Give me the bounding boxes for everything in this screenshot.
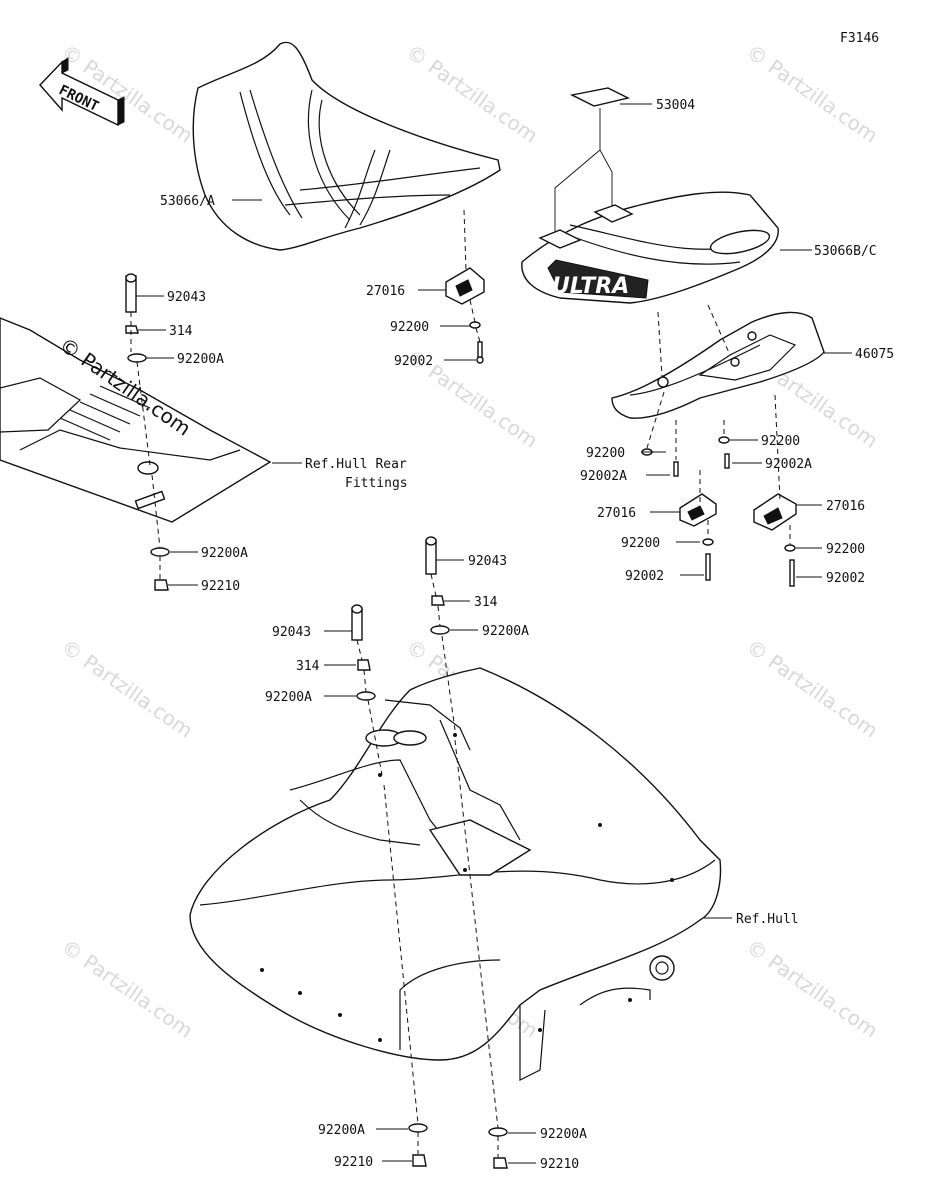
label-92200a: 92200A: [201, 546, 248, 561]
hardware-upper: [469, 321, 796, 587]
label-ref-hull-rear-fittings: Fittings: [345, 476, 408, 491]
label-314: 314: [296, 659, 320, 674]
label-314: 314: [474, 595, 498, 610]
rubber-mount-rear-right: [753, 493, 797, 531]
label-92210: 92210: [201, 579, 240, 594]
hull: [189, 667, 722, 1081]
hull-rear-fittings: © Partzilla.com: [0, 317, 272, 523]
part-labels: 53066/A 53004 53066B/C 46075 27016 92200…: [160, 98, 894, 1172]
watermark: © Partzilla.com: [402, 39, 542, 147]
hardware-left: [125, 273, 170, 591]
label-46075: 46075: [855, 347, 894, 362]
label-92200a: 92200A: [265, 690, 312, 705]
label-92200: 92200: [390, 320, 429, 335]
label-92002a: 92002A: [765, 457, 812, 472]
figure-code: F3146: [840, 31, 879, 46]
hardware-bottom: [408, 1123, 508, 1169]
label-92200a: 92200A: [482, 624, 529, 639]
leader-lines: [136, 103, 852, 1164]
label-92200a: 92200A: [540, 1127, 587, 1142]
rubber-mount-rear-left: [679, 493, 717, 527]
label-53066-bc: 53066B/C: [814, 244, 877, 259]
label-314: 314: [169, 324, 193, 339]
main-seat: [192, 41, 501, 251]
label-27016: 27016: [826, 499, 865, 514]
label-92002: 92002: [394, 354, 433, 369]
label-53004: 53004: [656, 98, 695, 113]
label-92200: 92200: [586, 446, 625, 461]
label-92210: 92210: [540, 1157, 579, 1172]
label-92200a: 92200A: [177, 352, 224, 367]
label-92002: 92002: [625, 569, 664, 584]
watermark: © Partzilla.com: [57, 634, 197, 742]
label-92210: 92210: [334, 1155, 373, 1170]
label-ref-hull: Ref.Hull: [736, 912, 799, 927]
label-92200a: 92200A: [318, 1123, 365, 1138]
watermark: © Partzilla.com: [742, 634, 882, 742]
label-ref-hull-rear: Ref.Hull Rear: [305, 457, 407, 472]
seat-logo: ULTRA: [552, 274, 629, 299]
rear-seat: ULTRA: [521, 191, 779, 304]
watermark: © Partzilla.com: [57, 934, 197, 1042]
label-92200: 92200: [826, 542, 865, 557]
label-92043: 92043: [468, 554, 507, 569]
seat-patch-53004: [538, 87, 634, 249]
rubber-mount-front: [445, 267, 485, 305]
label-27016: 27016: [597, 506, 636, 521]
label-92043: 92043: [272, 625, 311, 640]
label-92200: 92200: [761, 434, 800, 449]
label-27016: 27016: [366, 284, 405, 299]
assembly-lines: [130, 209, 791, 1157]
hardware-mid-left: [351, 604, 376, 701]
watermark: © Partzilla.com: [742, 934, 882, 1042]
label-92043: 92043: [167, 290, 206, 305]
label-92002: 92002: [826, 571, 865, 586]
label-92002a: 92002A: [580, 469, 627, 484]
rear-grab-handle: [611, 311, 825, 419]
label-53066-a: 53066/A: [160, 194, 215, 209]
watermark: © Partzilla.com: [742, 39, 882, 147]
label-92200: 92200: [621, 536, 660, 551]
hardware-mid-right: [425, 536, 450, 635]
